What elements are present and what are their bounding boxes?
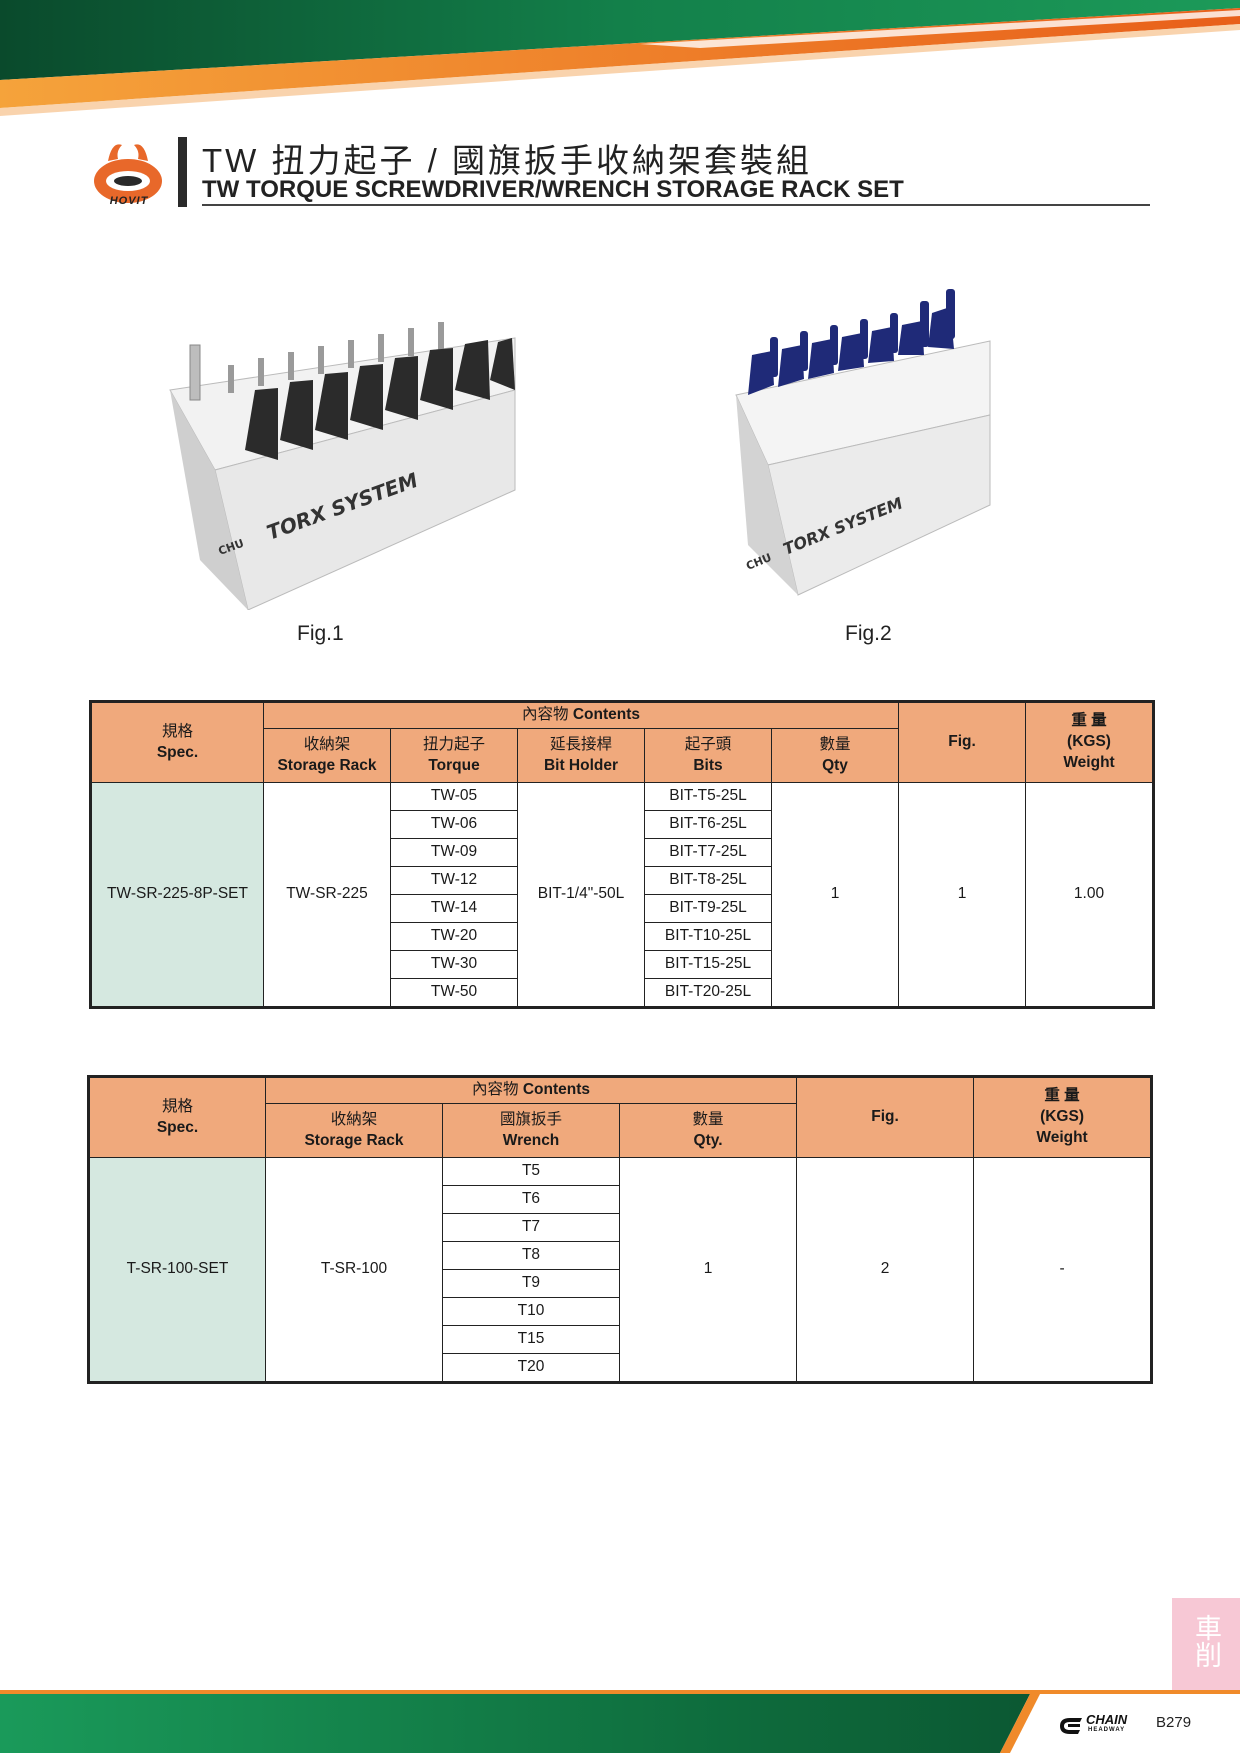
- wrench-value: T5: [442, 1157, 620, 1186]
- fig2-product-photo: CHU TORX SYSTEM: [735, 289, 991, 596]
- wrench-value: T15: [442, 1325, 620, 1354]
- bit-value: BIT-T6-25L: [644, 810, 772, 839]
- spec-value: TW-SR-225-8P-SET: [90, 782, 264, 1008]
- torque-value: TW-30: [390, 950, 518, 979]
- fig-header: Fig.: [796, 1076, 975, 1158]
- weight-header: 重 量(KGS)Weight: [973, 1076, 1153, 1158]
- storage-rack-value: TW-SR-225: [263, 782, 391, 1008]
- bit-holder-value: BIT-1/4"-50L: [517, 782, 645, 1008]
- page-number: B279: [1156, 1714, 1192, 1731]
- wrench-value: T10: [442, 1297, 620, 1326]
- weight-header: 重 量(KGS)Weight: [1025, 701, 1155, 783]
- wrench-value: T9: [442, 1269, 620, 1298]
- weight-value: -: [973, 1157, 1153, 1383]
- logo-text: HOVIT: [109, 195, 149, 207]
- fig2-label: Fig.2: [845, 622, 892, 645]
- fig1-label: Fig.1: [297, 622, 344, 645]
- bit-value: BIT-T15-25L: [644, 950, 772, 979]
- bit-value: BIT-T5-25L: [644, 782, 772, 811]
- fig1-product-photo: CHU TORX SYSTEM: [169, 322, 516, 610]
- brand-name: CHAIN: [1086, 1712, 1128, 1727]
- page-title-chinese: TW 扭力起子 / 國旗扳手收納架套裝組: [202, 142, 812, 179]
- bit-value: BIT-T10-25L: [644, 922, 772, 951]
- brand-subtitle: HEADWAY: [1088, 1727, 1126, 1733]
- side-tab-label: 車削: [1191, 1614, 1221, 1668]
- wrench-value: T7: [442, 1213, 620, 1242]
- bit-value: BIT-T9-25L: [644, 894, 772, 923]
- top-banner: [0, 0, 1240, 116]
- svg-text:CHU: CHU: [744, 551, 773, 573]
- weight-value: 1.00: [1025, 782, 1155, 1008]
- torque-value: TW-20: [390, 922, 518, 951]
- bit-value: BIT-T20-25L: [644, 978, 772, 1008]
- chain-headway-logo-icon: [1060, 1718, 1082, 1734]
- storage-rack-value: T-SR-100: [265, 1157, 443, 1383]
- torque-value: TW-50: [390, 978, 518, 1008]
- qty-value: 1: [770, 782, 900, 1008]
- spec-value: T-SR-100-SET: [88, 1157, 266, 1383]
- torque-value: TW-12: [390, 866, 518, 895]
- bottom-banner: [0, 1690, 1240, 1753]
- page-title-english: TW TORQUE SCREWDRIVER/WRENCH STORAGE RAC…: [202, 176, 904, 203]
- title-accent-bar: [178, 137, 187, 207]
- fig-header: Fig.: [898, 701, 1027, 783]
- contents-header: 內容物 Contents: [262, 701, 900, 729]
- fig-value: 2: [796, 1157, 975, 1383]
- torque-value: TW-09: [390, 838, 518, 867]
- bit-value: BIT-T7-25L: [644, 838, 772, 867]
- torque-value: TW-06: [390, 810, 518, 839]
- contents-header: 內容物 Contents: [264, 1076, 798, 1104]
- fig-value: 1: [898, 782, 1027, 1008]
- hovit-logo: [94, 144, 162, 203]
- torque-value: TW-05: [390, 782, 518, 811]
- torque-value: TW-14: [390, 894, 518, 923]
- wrench-value: T6: [442, 1185, 620, 1214]
- wrench-value: T8: [442, 1241, 620, 1270]
- wrench-value: T20: [442, 1353, 620, 1383]
- bit-value: BIT-T8-25L: [644, 866, 772, 895]
- title-underline: [202, 204, 1150, 206]
- qty-value: 1: [618, 1157, 798, 1383]
